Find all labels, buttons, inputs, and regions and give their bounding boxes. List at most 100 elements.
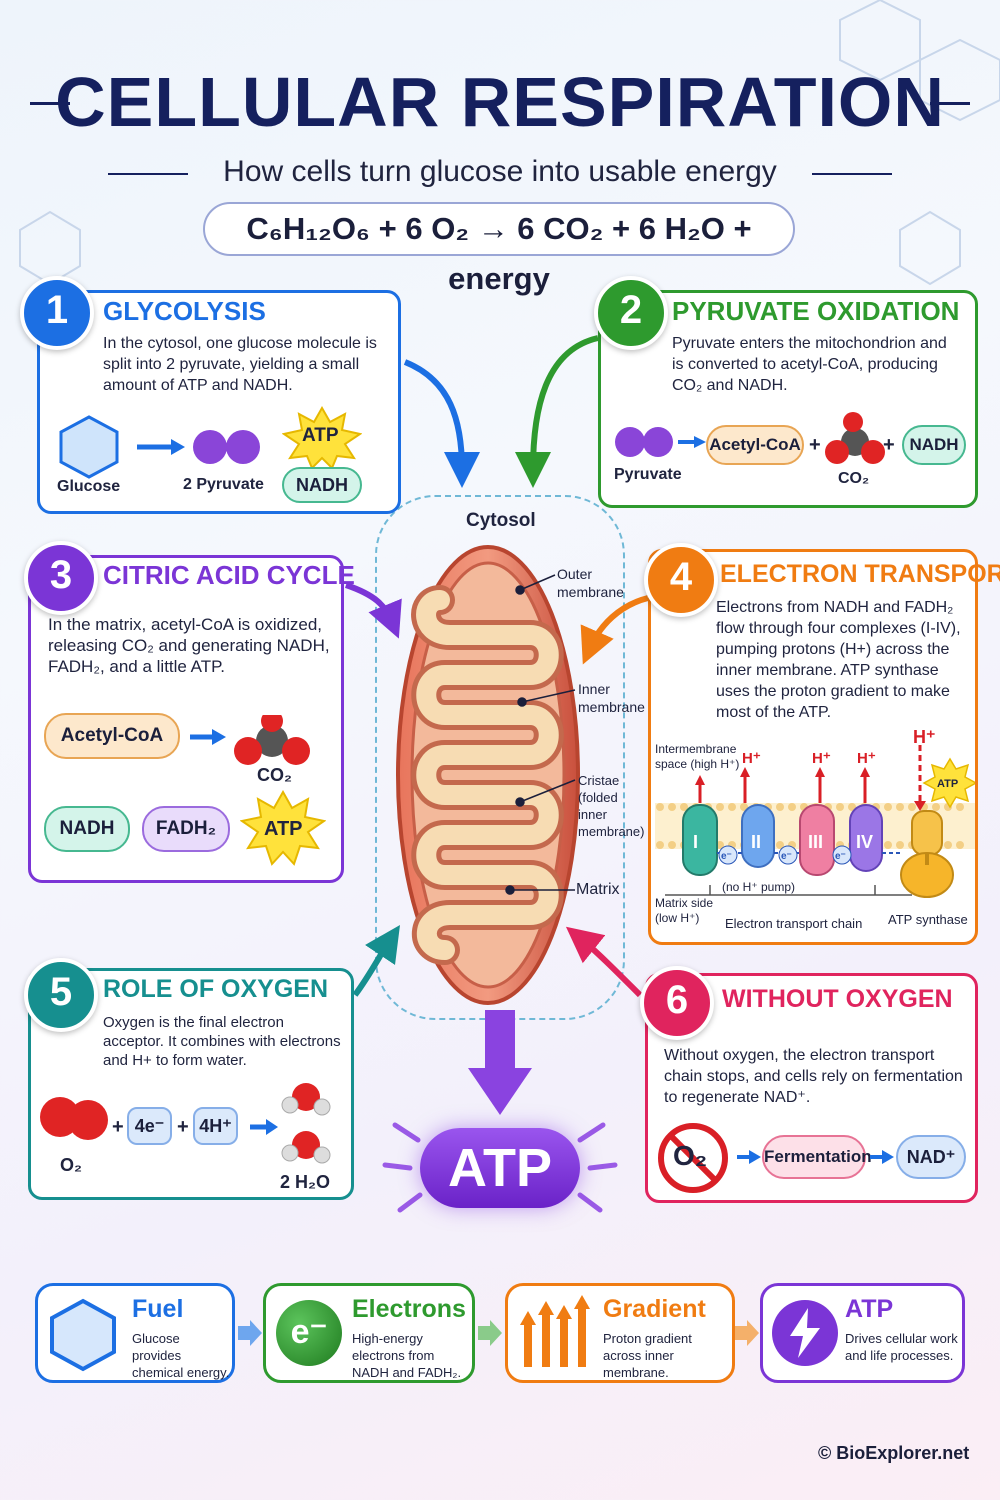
- co2-label: CO₂: [257, 765, 292, 785]
- summary-fuel-text: Glucose provides chemical energy.: [132, 1331, 230, 1380]
- summary-fuel-title: Fuel: [132, 1295, 184, 1323]
- electron-transport-chain-diagram: [655, 745, 975, 898]
- step-2-text: Pyruvate enters the mitochondrion and is…: [672, 335, 947, 394]
- nadh-pill: NADH: [902, 425, 966, 465]
- step-4-text: Electrons from NADH and FADH₂ flow throu…: [716, 599, 961, 721]
- electrons-pill: 4e⁻: [127, 1107, 172, 1145]
- arrow-icon: [870, 1150, 894, 1164]
- h-plus-label: H⁺: [742, 750, 761, 767]
- central-atp-badge: ATP: [420, 1128, 580, 1208]
- page-title: CELLULAR RESPIRATION: [55, 63, 945, 141]
- step-6-number: 6: [640, 966, 714, 1040]
- atp-synthase-label: ATP synthase: [888, 912, 968, 927]
- glucose-hexagon-icon: [59, 415, 119, 479]
- complex-iv: [849, 804, 883, 872]
- step-4-number: 4: [644, 543, 718, 617]
- respiration-equation: C₆H₁₂O₆ + 6 O₂ → 6 CO₂ + 6 H₂O + energy: [203, 202, 795, 296]
- cytosol-label: Cytosol: [466, 510, 536, 531]
- summary-electrons-title: Electrons: [352, 1295, 466, 1323]
- electron-marker: [718, 845, 738, 865]
- arrow-icon: [478, 1320, 502, 1346]
- lightning-icon: [772, 1300, 838, 1366]
- complex-ii-label: II: [751, 832, 762, 852]
- oxygen-atom: [68, 1100, 108, 1140]
- plus-sign: +: [883, 434, 895, 456]
- step-4-title: ELECTRON TRANSPORT: [720, 560, 1000, 588]
- step-6-title: WITHOUT OXYGEN: [722, 985, 953, 1013]
- matrix-side-label: Matrix side (low H⁺): [655, 896, 714, 925]
- pyruvate-label: 2 Pyruvate: [183, 476, 264, 493]
- pyruvate-diagram: [615, 427, 706, 457]
- electron-symbol: e⁻: [781, 851, 792, 862]
- atp-starburst-icon: [282, 406, 362, 468]
- page-subtitle: How cells turn glucose into usable energ…: [223, 155, 777, 188]
- arrow-icon: [735, 1320, 759, 1346]
- no-oxygen-icon: [658, 1123, 728, 1193]
- o2-label: O₂: [60, 1155, 82, 1175]
- summary-atp-text: Drives cellular work and life processes.: [845, 1331, 958, 1363]
- water-molecule: [281, 1131, 331, 1164]
- step-3-text: In the matrix, acetyl-CoA is oxidized, r…: [48, 615, 330, 676]
- mitochondrion: [396, 545, 580, 1005]
- step-5-number: 5: [24, 958, 98, 1032]
- atp-synthase: [900, 810, 954, 898]
- complex-ii: [741, 804, 775, 868]
- step-2-title: PYRUVATE OXIDATION: [672, 296, 960, 326]
- pyruvate-molecule: [615, 427, 645, 457]
- electron-marker: [832, 845, 852, 865]
- protons-pill: 4H⁺: [193, 1107, 238, 1145]
- nadh-pill: NADH: [282, 467, 362, 503]
- no-pump-label: (no H⁺ pump): [722, 880, 796, 894]
- summary-gradient-title: Gradient: [603, 1295, 706, 1323]
- atp-starburst-icon: [240, 790, 326, 866]
- step-1-text: In the cytosol, one glucose molecule is …: [103, 335, 377, 394]
- plus-sign: +: [112, 1116, 124, 1138]
- atp-label: ATP: [302, 425, 339, 446]
- atp-starburst-icon: [922, 757, 975, 809]
- step-2-number: 2: [594, 276, 668, 350]
- electron-symbol: e⁻: [835, 851, 846, 862]
- h-plus-label: H⁺: [812, 750, 831, 767]
- intermembrane-space-label: Intermembrane space (high H⁺): [655, 742, 740, 771]
- plus-sign: +: [177, 1116, 189, 1138]
- subtitle-line-right: [812, 173, 892, 175]
- nad-pill: NAD⁺: [896, 1135, 966, 1179]
- summary-gradient-text: Proton gradient across inner membrane.: [603, 1331, 692, 1380]
- glucose-label: Glucose: [57, 478, 121, 495]
- outer-membrane-label: Outer membrane: [557, 566, 624, 600]
- acetyl-coa-pill: Acetyl-CoA: [706, 425, 804, 465]
- title-dash-right: [930, 102, 970, 105]
- pyruvate-molecule: [643, 427, 673, 457]
- step-5-title: ROLE OF OXYGEN: [103, 975, 329, 1003]
- electron-symbol: e⁻: [721, 851, 732, 862]
- cristae-label: Cristae (folded inner membrane): [578, 773, 645, 839]
- arrow-icon: [737, 1150, 761, 1164]
- summary-atp-title: ATP: [845, 1295, 894, 1323]
- oxygen-diagram: [40, 1083, 331, 1164]
- co2-molecule-icon: [825, 412, 885, 464]
- inner-membrane-label: Inner membrane: [578, 681, 645, 715]
- step-1-number: 1: [20, 276, 94, 350]
- fadh2-pill: FADH₂: [142, 806, 230, 852]
- plus-sign: +: [809, 434, 821, 456]
- title-dash-left: [30, 102, 70, 105]
- fermentation-pill: Fermentation: [762, 1135, 872, 1179]
- summary-electrons-text: High-energy electrons from NADH and FADH…: [352, 1331, 462, 1380]
- complex-iii: [799, 804, 835, 876]
- h-plus-label: H⁺: [857, 750, 876, 767]
- step-3-number: 3: [24, 541, 98, 615]
- complex-i: [682, 804, 718, 876]
- complex-i-label: I: [693, 832, 699, 852]
- subtitle-line-left: [108, 173, 188, 175]
- atp-label: ATP: [937, 778, 959, 790]
- electron-icon: e⁻: [276, 1300, 342, 1366]
- acetyl-coa-pill: Acetyl-CoA: [44, 713, 180, 759]
- matrix-label: Matrix: [576, 881, 620, 898]
- pyruvate-molecule: [226, 430, 260, 464]
- co2-label: CO₂: [838, 470, 870, 487]
- electron-marker: [778, 845, 798, 865]
- water-label: 2 H₂O: [280, 1172, 331, 1192]
- atp-label: ATP: [264, 818, 303, 840]
